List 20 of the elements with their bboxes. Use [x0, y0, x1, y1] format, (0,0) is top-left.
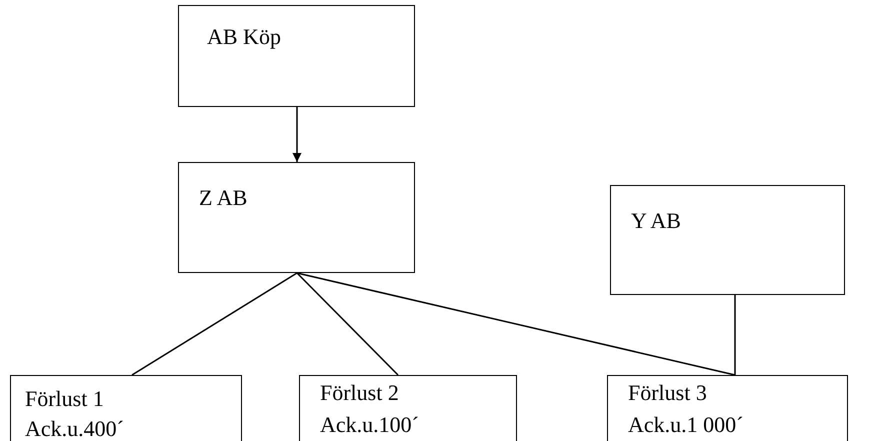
text-box	[10, 375, 242, 441]
connector-line	[296, 272, 736, 376]
text-box	[607, 375, 848, 441]
text-box	[610, 185, 845, 295]
box-label: Z AB	[199, 184, 248, 212]
box-label: Förlust 3	[628, 379, 707, 407]
arrow	[292, 107, 302, 162]
box-label: Ack.u.1 000´	[628, 411, 744, 439]
connector-line	[734, 295, 736, 375]
box-label: AB Köp	[207, 23, 281, 51]
text-box	[178, 162, 415, 273]
text-box	[178, 5, 415, 107]
text-box	[299, 375, 517, 441]
box-label: Ack.u.400´	[25, 415, 124, 441]
box-label: Förlust 1	[25, 385, 104, 413]
box-label: Ack.u.100´	[320, 411, 419, 439]
box-label: Förlust 2	[320, 379, 399, 407]
connector-line	[296, 272, 399, 376]
connector-line	[132, 272, 298, 376]
box-label: Y AB	[631, 207, 681, 235]
